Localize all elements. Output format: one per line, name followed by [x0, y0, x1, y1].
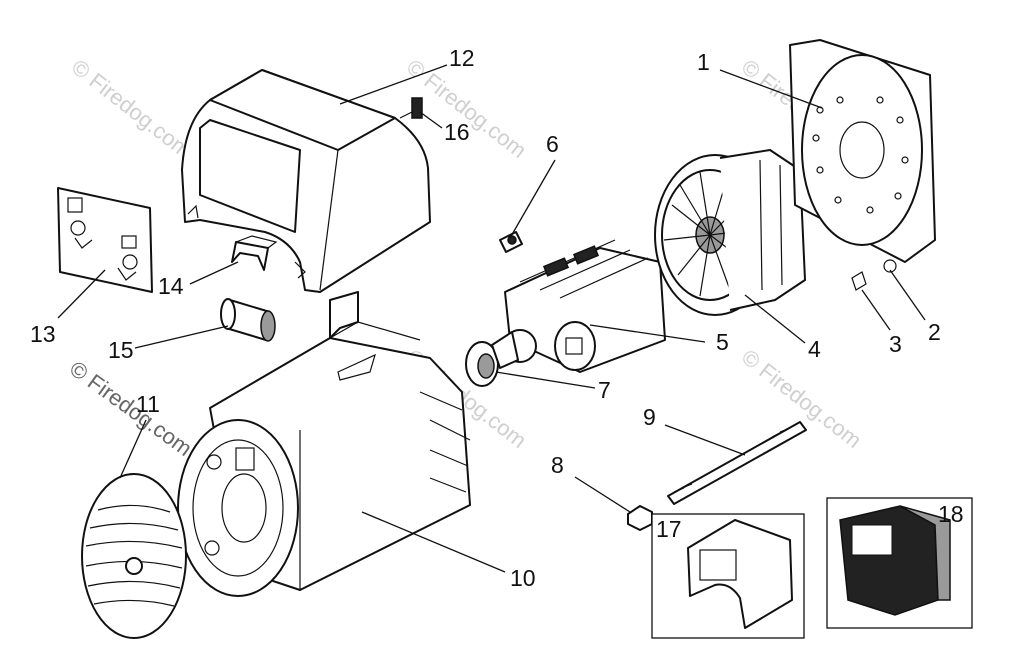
callout-11: 11 — [136, 391, 160, 417]
part-6-brush — [499, 231, 523, 253]
callout-1: 1 — [697, 49, 710, 75]
part-13-panel — [57, 187, 153, 293]
callout-13: 13 — [30, 321, 56, 347]
part-7-bearing — [465, 341, 499, 387]
box-18-alt-cover — [826, 497, 973, 629]
part-12-top-cover — [181, 69, 431, 293]
part-15-capacitor — [220, 298, 276, 342]
callout-14: 14 — [158, 273, 184, 299]
part-2-washer — [883, 259, 897, 273]
part-9-bolt — [667, 421, 807, 505]
part-3-screw — [851, 271, 867, 291]
watermark-dark: © Firedog.com — [65, 356, 197, 461]
callout-numbers: 1 2 3 4 5 6 7 8 9 10 11 12 13 14 15 16 1… — [30, 45, 964, 591]
watermark: © Firedog.com — [67, 54, 196, 163]
callout-10: 10 — [510, 565, 536, 591]
callout-6: 6 — [546, 131, 559, 157]
callout-7: 7 — [598, 377, 611, 403]
callout-16: 16 — [444, 119, 470, 145]
callout-5: 5 — [716, 329, 729, 355]
callout-3: 3 — [889, 331, 902, 357]
part-1-end-plate — [789, 39, 936, 263]
part-11-grille — [81, 473, 187, 639]
callout-8: 8 — [551, 452, 564, 478]
leader-lines — [57, 64, 926, 573]
part-5-rotor — [491, 239, 666, 373]
part-4-fan — [654, 149, 806, 316]
part-16-switch — [399, 97, 423, 119]
callout-15: 15 — [108, 337, 134, 363]
callout-9: 9 — [643, 404, 656, 430]
callout-12: 12 — [449, 45, 475, 71]
callout-4: 4 — [808, 336, 821, 362]
part-8-nut — [627, 505, 653, 531]
part-14-bracket — [231, 235, 278, 271]
callout-2: 2 — [928, 319, 941, 345]
callout-18: 18 — [938, 501, 964, 527]
watermark: © Firedog.com — [737, 344, 866, 453]
box-17-alt-cover — [651, 513, 805, 639]
part-10-housing — [177, 291, 471, 597]
callout-17: 17 — [656, 516, 682, 542]
